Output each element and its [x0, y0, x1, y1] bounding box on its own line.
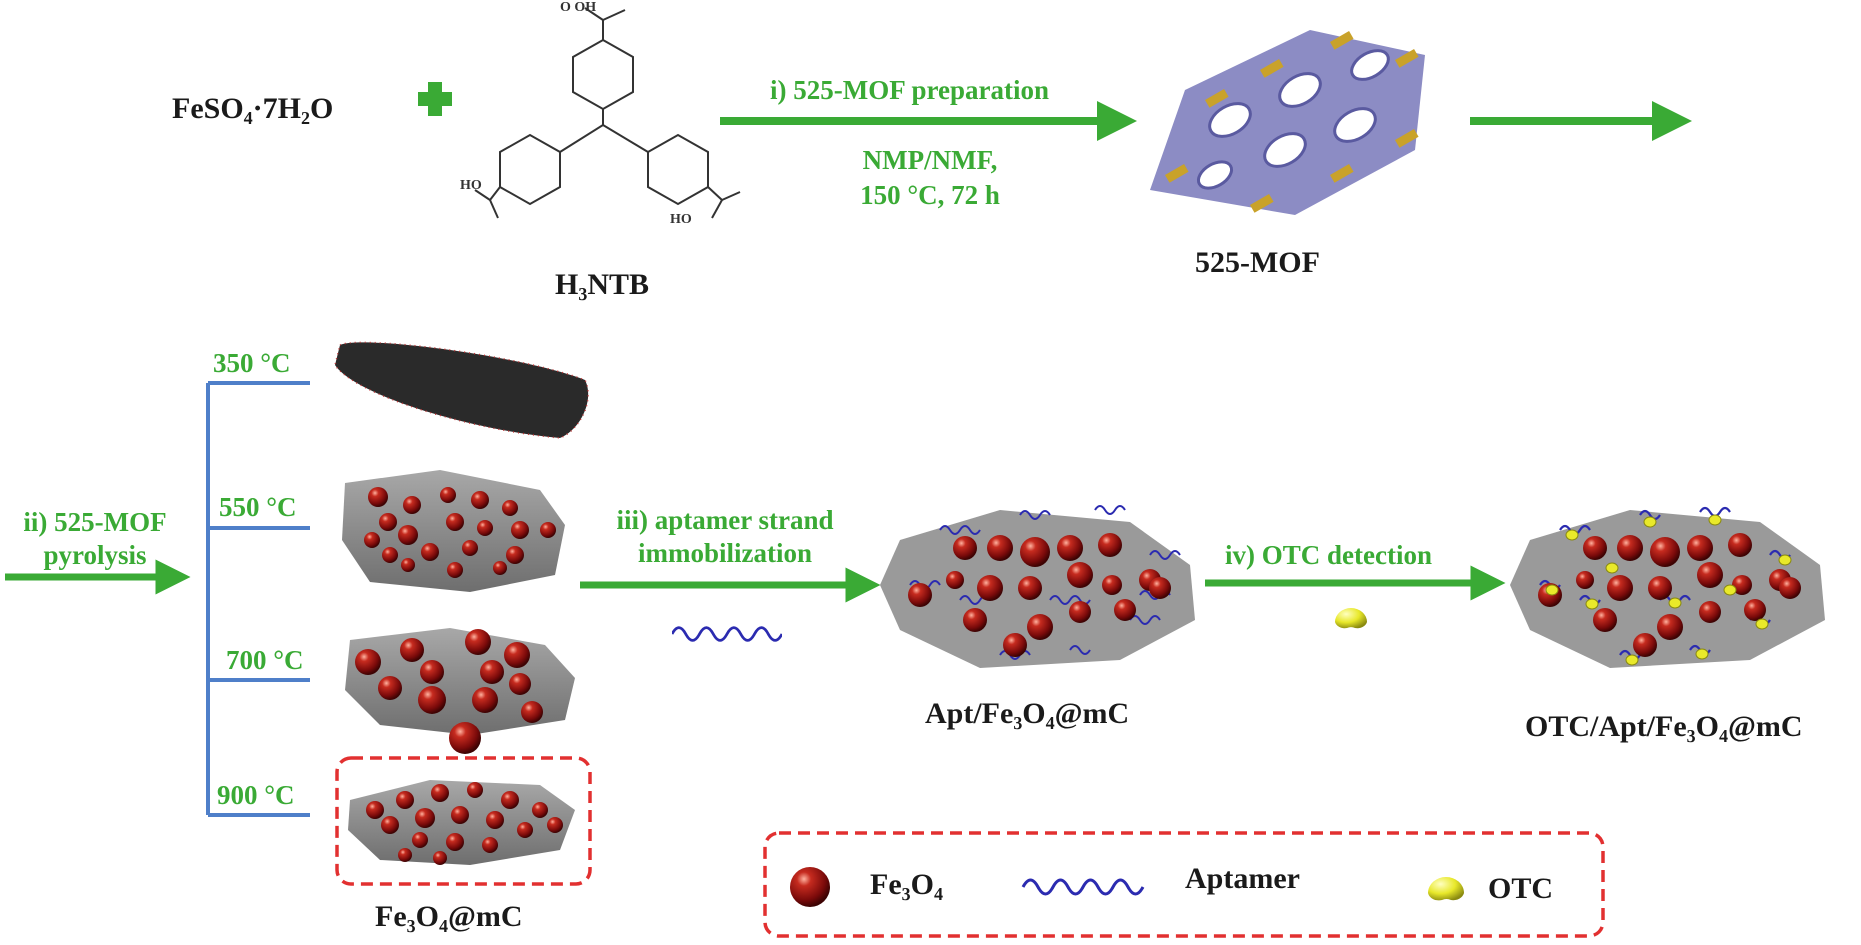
legend-aptamer-label: Aptamer	[1185, 862, 1300, 895]
step3-title-line1: iii) aptamer strand	[616, 505, 834, 535]
ligand-name-label: H₃NTB	[555, 268, 650, 301]
temp-700-label: 700 °C	[226, 645, 304, 675]
mof-framework-image	[1150, 30, 1425, 215]
highlight-box	[335, 756, 592, 886]
step3-title-line2: immobilization	[638, 538, 812, 568]
apt-fe3o4-mc-image	[880, 505, 1195, 668]
ligand-ho-right-label: HO	[670, 212, 692, 227]
otc-molecule-icon	[1335, 608, 1367, 629]
carbon-350-image	[334, 341, 589, 439]
fe3o4-legend-icon	[790, 867, 830, 907]
ligand-ho-left-label: HO	[460, 178, 482, 193]
aptamer-legend-icon	[1021, 878, 1145, 896]
aptamer-strand-icon	[672, 626, 782, 642]
step1-condition-temp: 150 °C, 72 h	[860, 180, 1000, 210]
otc-apt-fe3o4-mc-label: OTC/Apt/Fe₃O₄@mC	[1525, 710, 1803, 743]
temp-550-label: 550 °C	[219, 492, 297, 522]
otc-apt-fe3o4-mc-image	[1510, 506, 1825, 668]
mof-label: 525-MOF	[1195, 246, 1320, 279]
step1-condition-solvent: NMP/NMF,	[862, 145, 998, 175]
legend-box	[763, 831, 1605, 938]
otc-legend-icon	[1428, 877, 1464, 901]
ligand-oh-label: O OH	[560, 0, 597, 15]
h3ntb-structure	[474, 7, 741, 219]
temp-900-label: 900 °C	[217, 780, 295, 810]
step4-title: iv) OTC detection	[1225, 540, 1432, 570]
temperature-bracket	[206, 381, 310, 817]
legend-fe3o4-label: Fe₃O₄	[870, 868, 943, 901]
fe3o4-mc-900-image	[335, 756, 592, 886]
step2-title-line1: ii) 525-MOF	[23, 507, 167, 537]
fe3o4-mc-label: Fe₃O₄@mC	[375, 900, 523, 933]
legend-otc-label: OTC	[1488, 872, 1554, 905]
iron-salt-label: FeSO₄·7H₂O	[172, 92, 334, 125]
step1-title: i) 525-MOF preparation	[770, 75, 1049, 105]
fe3o4-mc-550-image	[342, 470, 565, 592]
plus-icon	[418, 82, 452, 116]
apt-fe3o4-mc-label: Apt/Fe₃O₄@mC	[925, 697, 1130, 730]
fe3o4-mc-700-image	[345, 628, 575, 754]
step2-title-line2: pyrolysis	[43, 540, 147, 570]
temp-350-label: 350 °C	[213, 348, 291, 378]
